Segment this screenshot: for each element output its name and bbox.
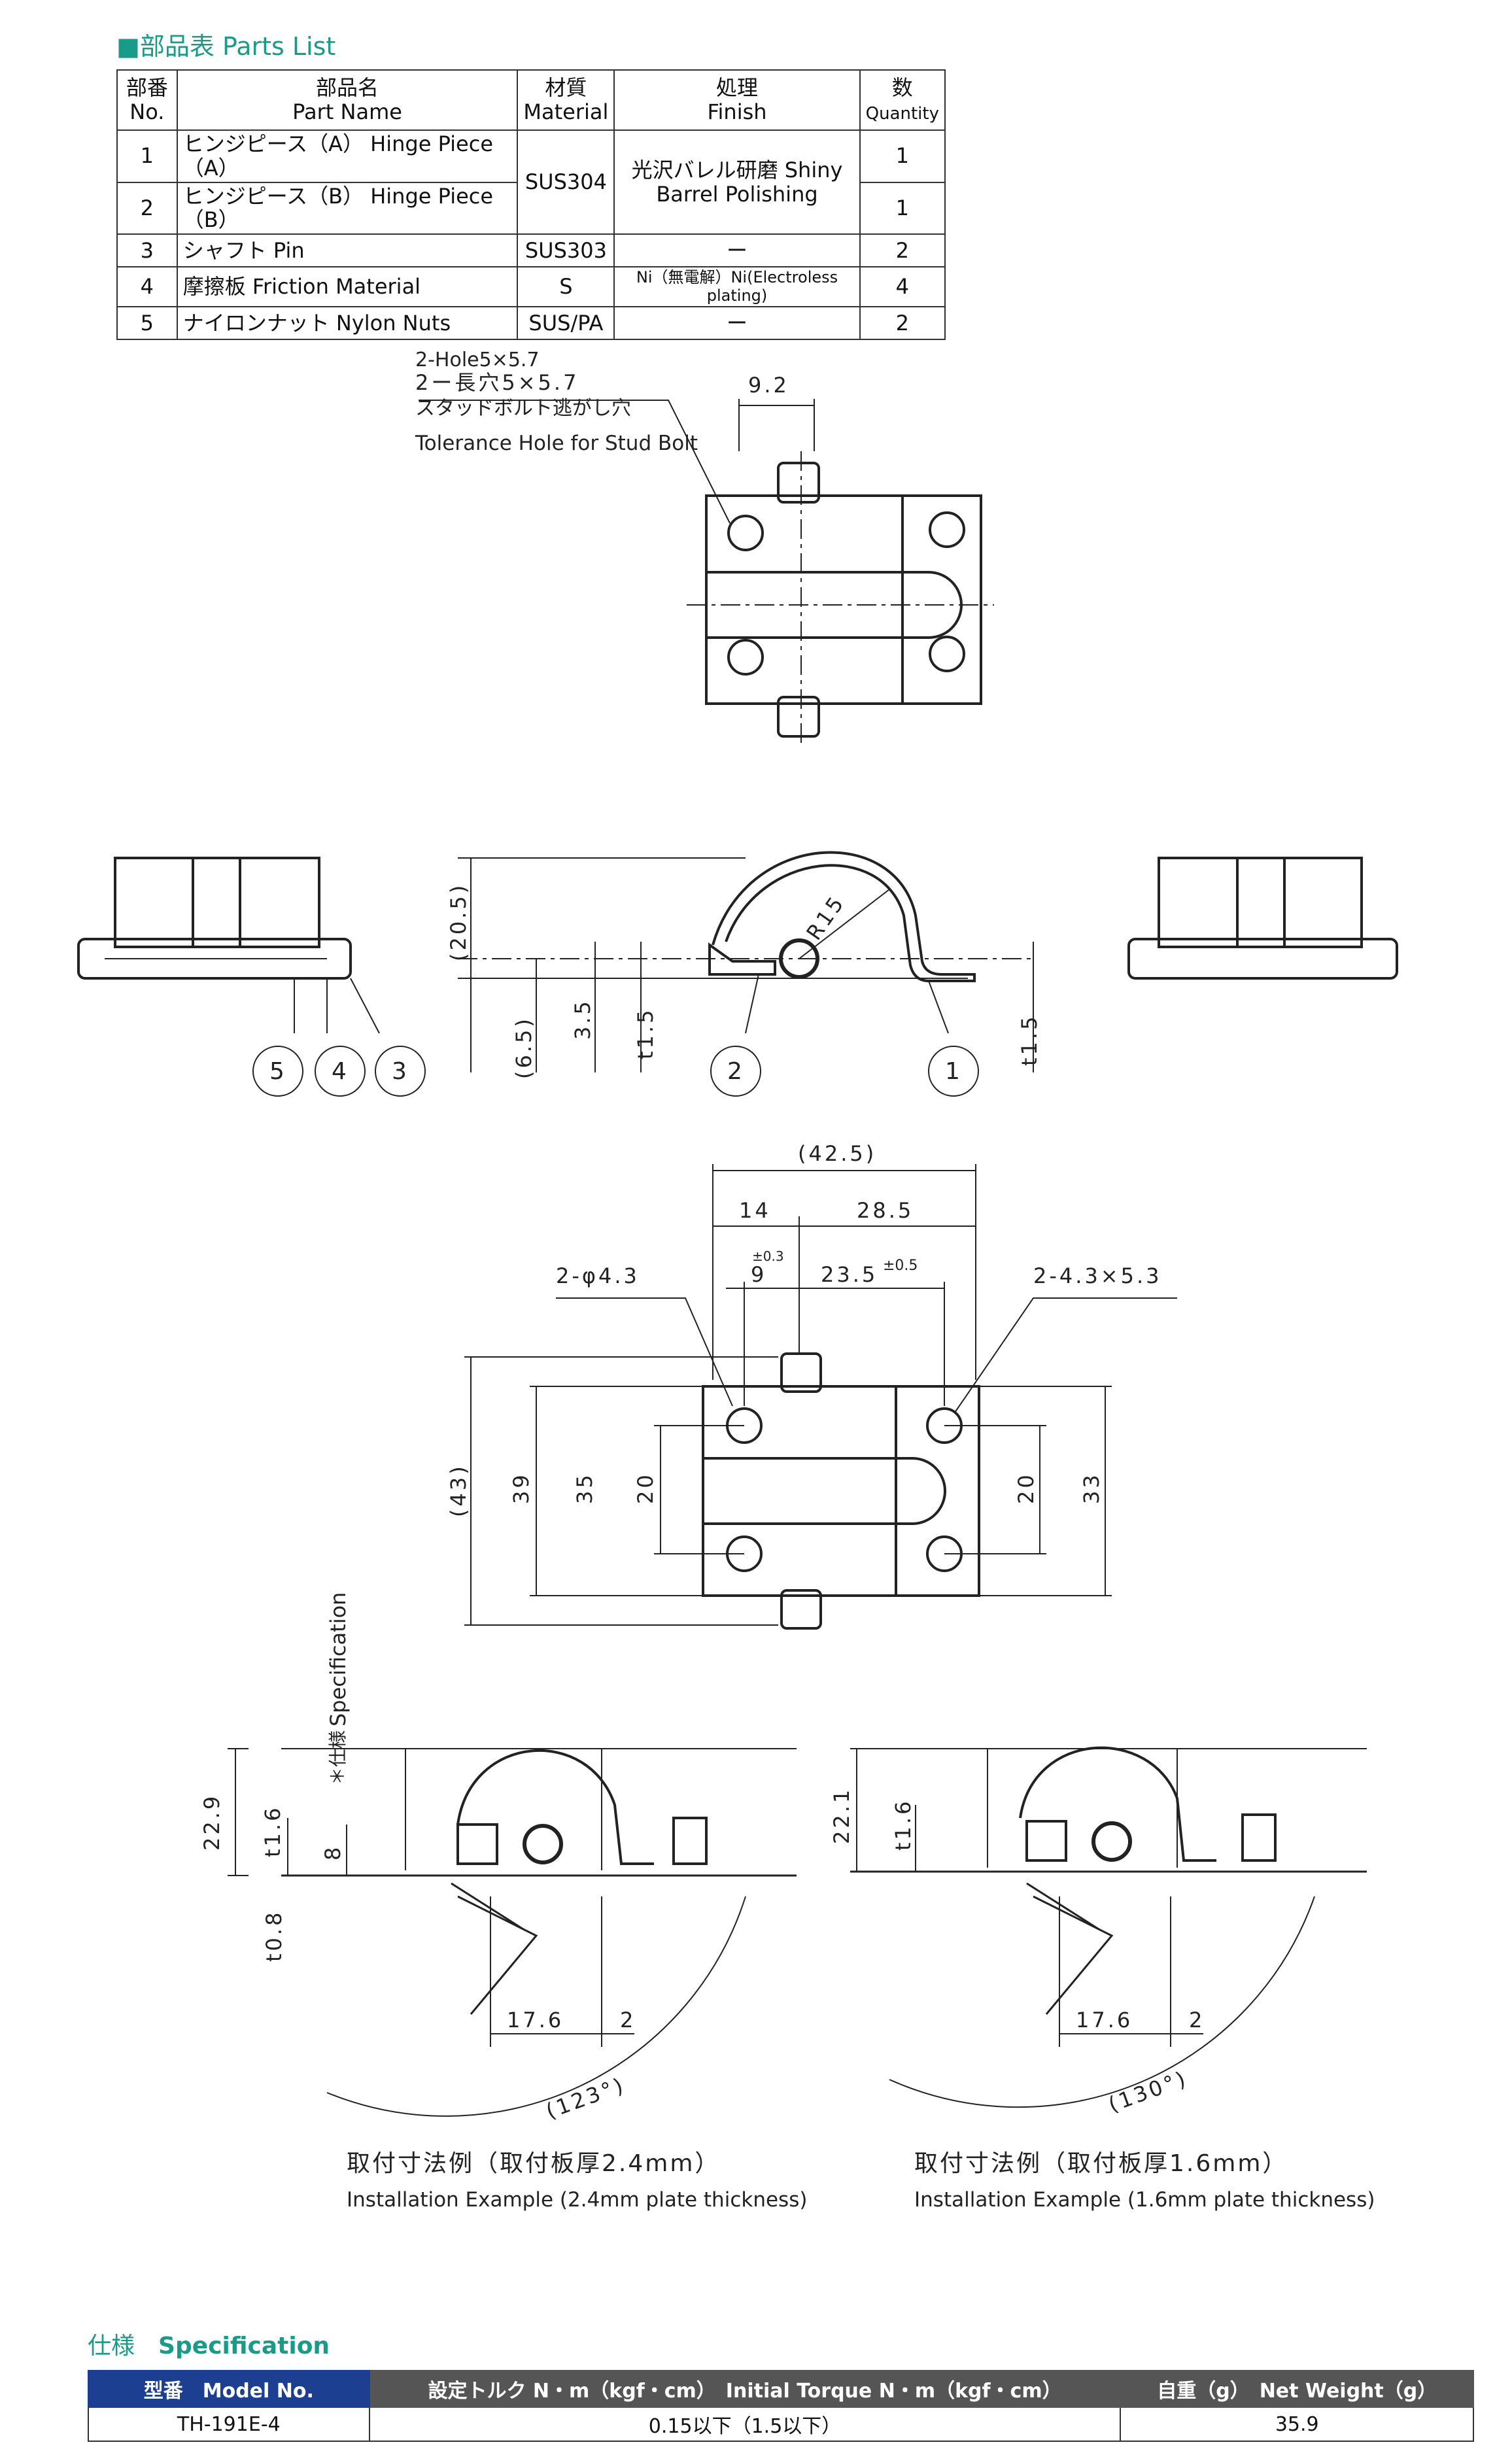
dim-23-5: 23.5 bbox=[821, 1262, 878, 1287]
spec-header-row: 型番 Model No. 設定トルク N・m（kgf・cm） Initial T… bbox=[88, 2370, 1474, 2408]
callout-circle-2 bbox=[710, 1046, 761, 1097]
dim-43: (43) bbox=[446, 1464, 471, 1517]
angle-b: (130°) bbox=[1105, 2066, 1191, 2117]
dim-9-2: 9.2 bbox=[748, 373, 789, 398]
dim-17-6-a: 17.6 bbox=[507, 2008, 564, 2032]
spec-weight: 35.9 bbox=[1120, 2407, 1474, 2442]
install-a-en: Installation Example (2.4mm plate thickn… bbox=[347, 2188, 807, 2212]
table-row: 5 ナイロンナット Nylon Nuts SUS/PA ー 2 bbox=[116, 306, 946, 341]
install-a-ja: 取付寸法例（取付板厚2.4mm） bbox=[347, 2150, 720, 2177]
dim-14: 14 bbox=[739, 1198, 771, 1223]
spec-header-model: 型番 Model No. bbox=[88, 2370, 370, 2408]
dim-17-6-b: 17.6 bbox=[1076, 2008, 1133, 2032]
table-row: 1 ヒンジピース（A） Hinge Piece（A） SUS304 光沢バレル研… bbox=[116, 129, 946, 235]
spec-torque: 0.15以下（1.5以下） bbox=[368, 2407, 1122, 2442]
dim-28-5: 28.5 bbox=[857, 1198, 914, 1223]
callout-2: 2 bbox=[727, 1058, 742, 1085]
dim-9: 9 bbox=[751, 1262, 766, 1287]
spec-table: 型番 Model No. 設定トルク N・m（kgf・cm） Initial T… bbox=[88, 2370, 1474, 2442]
hole-note-3: スタッドボルト逃がし穴 bbox=[415, 397, 631, 420]
spec-header-torque: 設定トルク N・m（kgf・cm） Initial Torque N・m（kgf… bbox=[368, 2370, 1122, 2408]
installation-example-a bbox=[228, 1748, 797, 2117]
side-view-right bbox=[1127, 857, 1398, 980]
table-row: 3 シャフト Pin SUS303 ー 2 bbox=[116, 233, 946, 268]
dim-8: 8 bbox=[320, 1845, 345, 1860]
table-row: TH-191E-4 0.15以下（1.5以下） 35.9 bbox=[88, 2407, 1474, 2442]
callout-circle-5 bbox=[252, 1046, 303, 1097]
top-view bbox=[419, 399, 994, 746]
dim-t1-6-b: t1.6 bbox=[891, 1799, 916, 1851]
dim-t1-5-a: t1.5 bbox=[633, 1008, 658, 1059]
spec-mark: ＊仕様 bbox=[327, 1730, 349, 1785]
hole-phi: 2-φ4.3 bbox=[556, 1263, 640, 1288]
dim-22-9: 22.9 bbox=[199, 1794, 224, 1851]
tol-9: ±0.3 bbox=[752, 1248, 784, 1264]
dim-t1-5-b: t1.5 bbox=[1017, 1014, 1042, 1066]
dim-20-5: (20.5) bbox=[446, 883, 471, 961]
hole-note-4: Tolerance Hole for Stud Bolt bbox=[415, 432, 698, 455]
callout-circle-1 bbox=[928, 1046, 979, 1097]
callout-4: 4 bbox=[332, 1058, 347, 1085]
dim-20-left: 20 bbox=[633, 1472, 658, 1504]
install-b-en: Installation Example (1.6mm plate thickn… bbox=[914, 2188, 1375, 2212]
callout-3: 3 bbox=[392, 1058, 407, 1085]
side-view-left bbox=[77, 857, 380, 1034]
parts-list-title: ■部品表 Parts List bbox=[116, 32, 336, 61]
dim-22-1: 22.1 bbox=[829, 1787, 854, 1844]
table-row: 2 ヒンジピース（B） Hinge Piece（B） 1 bbox=[116, 181, 946, 235]
mounting-view bbox=[464, 1164, 1177, 1630]
hole-note-1: 2-Hole5×5.7 bbox=[415, 349, 540, 371]
spec-header-weight: 自重（g） Net Weight（g） bbox=[1120, 2370, 1474, 2408]
spec-model: TH-191E-4 bbox=[88, 2407, 370, 2442]
spec-mark-en: Specification bbox=[326, 1592, 351, 1726]
dim-20-right: 20 bbox=[1014, 1472, 1039, 1504]
dim-35: 35 bbox=[572, 1472, 597, 1504]
dim-39: 39 bbox=[509, 1472, 534, 1504]
spec-title: 仕様 Specification bbox=[88, 2333, 330, 2359]
angle-a: (123°) bbox=[543, 2072, 628, 2124]
dim-33: 33 bbox=[1079, 1472, 1104, 1504]
hole-note-2: 2ー長穴5×5.7 bbox=[415, 370, 579, 395]
dim-t1-6-a: t1.6 bbox=[260, 1806, 285, 1857]
dim-2-b: 2 bbox=[1189, 2008, 1205, 2032]
callout-1: 1 bbox=[945, 1058, 960, 1085]
dim-3-5: 3.5 bbox=[570, 999, 595, 1040]
table-row: 4 摩擦板 Friction Material S Ni（無電解）Ni(Elec… bbox=[116, 266, 946, 308]
installation-example-b bbox=[850, 1746, 1367, 2108]
callout-5: 5 bbox=[269, 1058, 284, 1085]
dim-42-5: (42.5) bbox=[798, 1141, 876, 1166]
callout-circle-3 bbox=[375, 1046, 426, 1097]
dim-6-5: (6.5) bbox=[511, 1016, 536, 1079]
front-view-middle bbox=[458, 851, 1034, 1072]
tol-23-5: ±0.5 bbox=[883, 1258, 918, 1274]
callout-circle-4 bbox=[315, 1046, 366, 1097]
hole-slot: 2-4.3×5.3 bbox=[1033, 1263, 1162, 1288]
dim-2-a: 2 bbox=[620, 2008, 636, 2032]
dim-r15: R15 bbox=[801, 890, 850, 944]
install-b-ja: 取付寸法例（取付板厚1.6mm） bbox=[914, 2150, 1288, 2177]
dim-t0-8: t0.8 bbox=[262, 1910, 286, 1962]
